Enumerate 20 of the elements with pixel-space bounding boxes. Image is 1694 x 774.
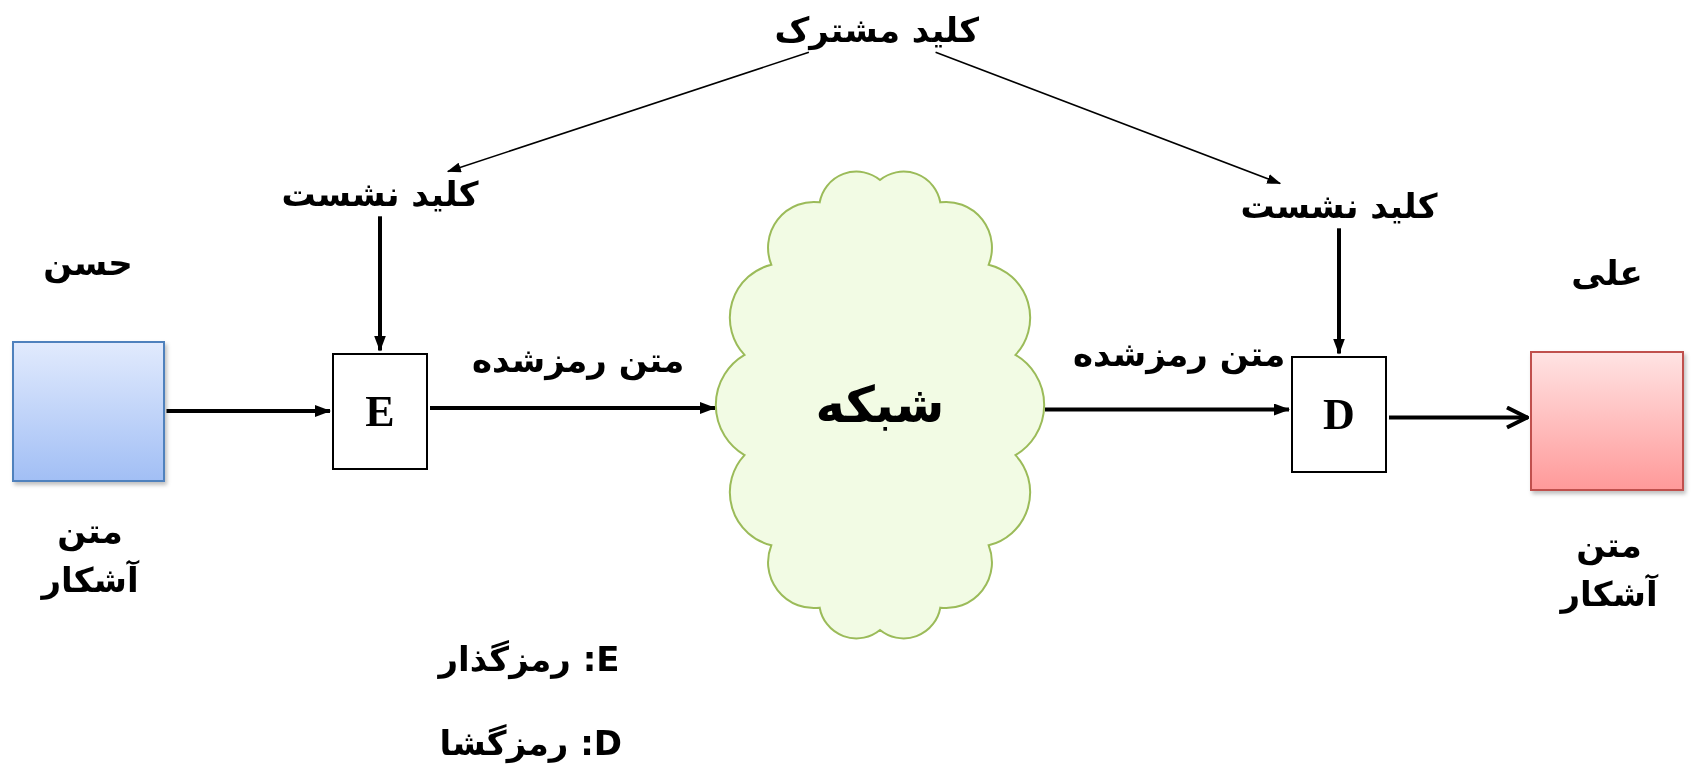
plaintext-caption: متن آشکار (39, 509, 141, 602)
arrow (374, 216, 386, 352)
legend-note: D: رمزگشا (439, 722, 623, 764)
person-name: حسن (43, 242, 133, 284)
person-name: علی (1571, 253, 1643, 294)
key-label: کلید نشست (281, 173, 479, 215)
network-label: شبکه (815, 375, 945, 435)
arrow (1045, 403, 1290, 416)
key-label: کلید مشترک (774, 9, 979, 51)
plaintext-caption: متن آشکار (1558, 523, 1660, 616)
arrow (166, 405, 331, 417)
key-label: کلید نشست (1240, 185, 1438, 227)
cipher-box: D (1291, 355, 1387, 473)
cipher-box: E (332, 352, 428, 470)
arrow (1389, 405, 1529, 430)
arrow (446, 51, 810, 173)
legend-note: E: رمزگذار (438, 638, 620, 680)
arrow (430, 402, 716, 414)
arrow (934, 51, 1282, 185)
arrow (1333, 228, 1345, 355)
